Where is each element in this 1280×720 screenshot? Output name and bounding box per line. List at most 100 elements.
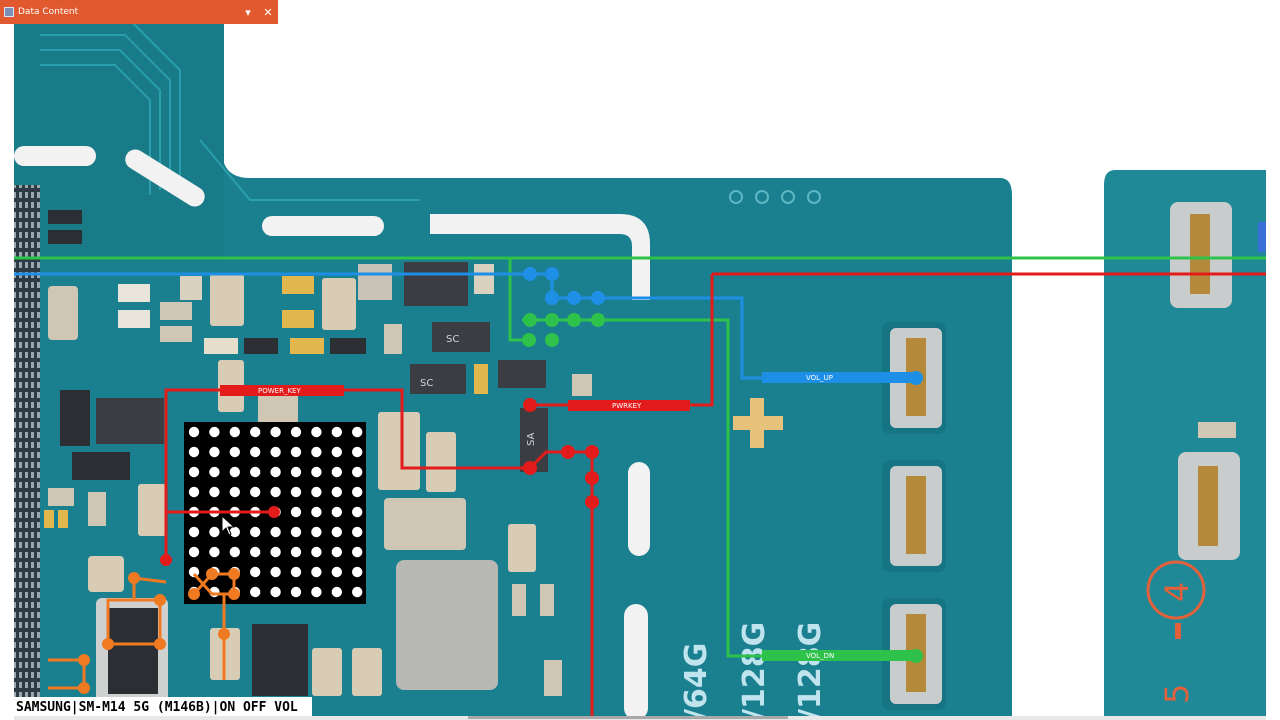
bga-ball <box>188 486 200 498</box>
silk-capacity-1: /64G <box>679 643 714 720</box>
bga-ball <box>331 586 342 598</box>
bga-ball <box>250 466 261 478</box>
net-label-pwrkey: PWRKEY <box>612 402 642 410</box>
bga-ball <box>188 446 200 458</box>
chip-mark-1: SC <box>446 334 459 345</box>
bga-ball <box>188 426 200 438</box>
bga-ball <box>270 446 281 458</box>
bga-ball <box>209 426 220 438</box>
bga-ball <box>270 586 281 598</box>
bga-ball <box>209 546 220 558</box>
bga-ball <box>290 546 302 558</box>
bga-ball <box>311 466 322 478</box>
bga-ball <box>352 546 363 558</box>
data-content-title-bar[interactable]: Data Content ▾ ✕ <box>0 0 278 24</box>
device-status-text: SAMSUNG|SM-M14 5G (M146B)|ON OFF VOL <box>16 699 298 715</box>
bga-ball <box>229 526 240 538</box>
net-label-power-key: POWER_KEY <box>258 387 301 395</box>
right-silk-circle <box>1146 560 1206 620</box>
bga-ball <box>290 566 302 578</box>
bga-ball <box>352 506 363 518</box>
right-silk-number-2: 5 <box>1158 684 1196 704</box>
silk-capacity-3: /128G <box>793 622 828 720</box>
chip-mark-3: SA <box>526 432 537 446</box>
bga-ball <box>311 526 322 538</box>
bga-ball <box>331 566 342 578</box>
bga-ball <box>250 446 261 458</box>
bga-ball <box>331 506 342 518</box>
connector-strip <box>14 185 40 720</box>
bga-ball <box>209 466 220 478</box>
bga-ball <box>352 446 363 458</box>
bga-ball <box>188 566 200 578</box>
bga-ball <box>352 486 363 498</box>
bga-ball <box>311 446 322 458</box>
via-row <box>729 190 821 204</box>
window-title: Data Content <box>18 7 79 17</box>
horizontal-scrollbar[interactable] <box>14 716 1266 720</box>
bga-ball <box>331 526 342 538</box>
net-label-vol-dn: VOL_DN <box>806 652 834 660</box>
bga-ball <box>270 546 281 558</box>
bga-ball <box>209 526 220 538</box>
bga-ball <box>188 546 200 558</box>
bga-ball <box>311 506 322 518</box>
net-label-vol-up: VOL_UP <box>806 374 833 382</box>
plus-silkscreen <box>733 398 783 448</box>
chip-mark-2: SC <box>420 378 433 389</box>
bga-ball <box>250 566 261 578</box>
bga-ball <box>290 426 302 438</box>
bga-ball <box>270 526 281 538</box>
bga-ball <box>250 586 261 598</box>
mouse-cursor-icon <box>221 514 236 536</box>
smd-components <box>44 210 592 704</box>
bga-ball <box>331 466 342 478</box>
pcb-traces <box>40 19 420 201</box>
bga-ball <box>229 466 240 478</box>
silk-capacity-2: /128G <box>737 622 772 720</box>
close-icon[interactable]: ✕ <box>263 5 273 19</box>
device-status-bar: SAMSUNG|SM-M14 5G (M146B)|ON OFF VOL <box>14 697 312 717</box>
bga-ball <box>331 486 342 498</box>
bga-ball <box>311 486 322 498</box>
right-silk-number: 4 <box>1158 582 1196 602</box>
scrollbar-thumb[interactable] <box>468 716 788 719</box>
bga-ball <box>229 486 240 498</box>
bga-ball <box>250 426 261 438</box>
bga-ball <box>311 426 322 438</box>
app-icon <box>4 7 14 17</box>
bga-ball <box>250 546 261 558</box>
bga-ball <box>331 546 342 558</box>
bga-ball <box>270 466 281 478</box>
bga-ball <box>331 446 342 458</box>
bga-ball <box>290 506 302 518</box>
bga-ball <box>250 486 261 498</box>
bga-ball <box>188 466 200 478</box>
bga-ball <box>290 526 302 538</box>
bga-ball <box>229 546 240 558</box>
board-viewer[interactable]: SC SC SA /64G /128G /128G 4 <box>14 0 1266 720</box>
bga-ball <box>352 426 363 438</box>
board-slots <box>14 146 650 720</box>
bga-ball <box>209 446 220 458</box>
bga-ball <box>311 586 322 598</box>
bga-ball <box>250 526 261 538</box>
bga-ball <box>209 486 220 498</box>
bga-ball <box>270 486 281 498</box>
bga-ball <box>290 466 302 478</box>
bga-ball <box>229 426 240 438</box>
bga-ball <box>290 446 302 458</box>
bga-ball <box>352 566 363 578</box>
bga-ball <box>352 466 363 478</box>
pcb-upper-area <box>14 0 224 260</box>
bga-ball <box>290 486 302 498</box>
bga-ball <box>270 566 281 578</box>
bga-ball <box>352 586 363 598</box>
bga-ball <box>311 546 322 558</box>
bga-ball <box>270 426 281 438</box>
bga-ball <box>188 526 200 538</box>
bga-ball <box>352 526 363 538</box>
chevron-down-icon[interactable]: ▾ <box>245 5 251 19</box>
bga-ball <box>311 566 322 578</box>
bga-ball <box>331 426 342 438</box>
